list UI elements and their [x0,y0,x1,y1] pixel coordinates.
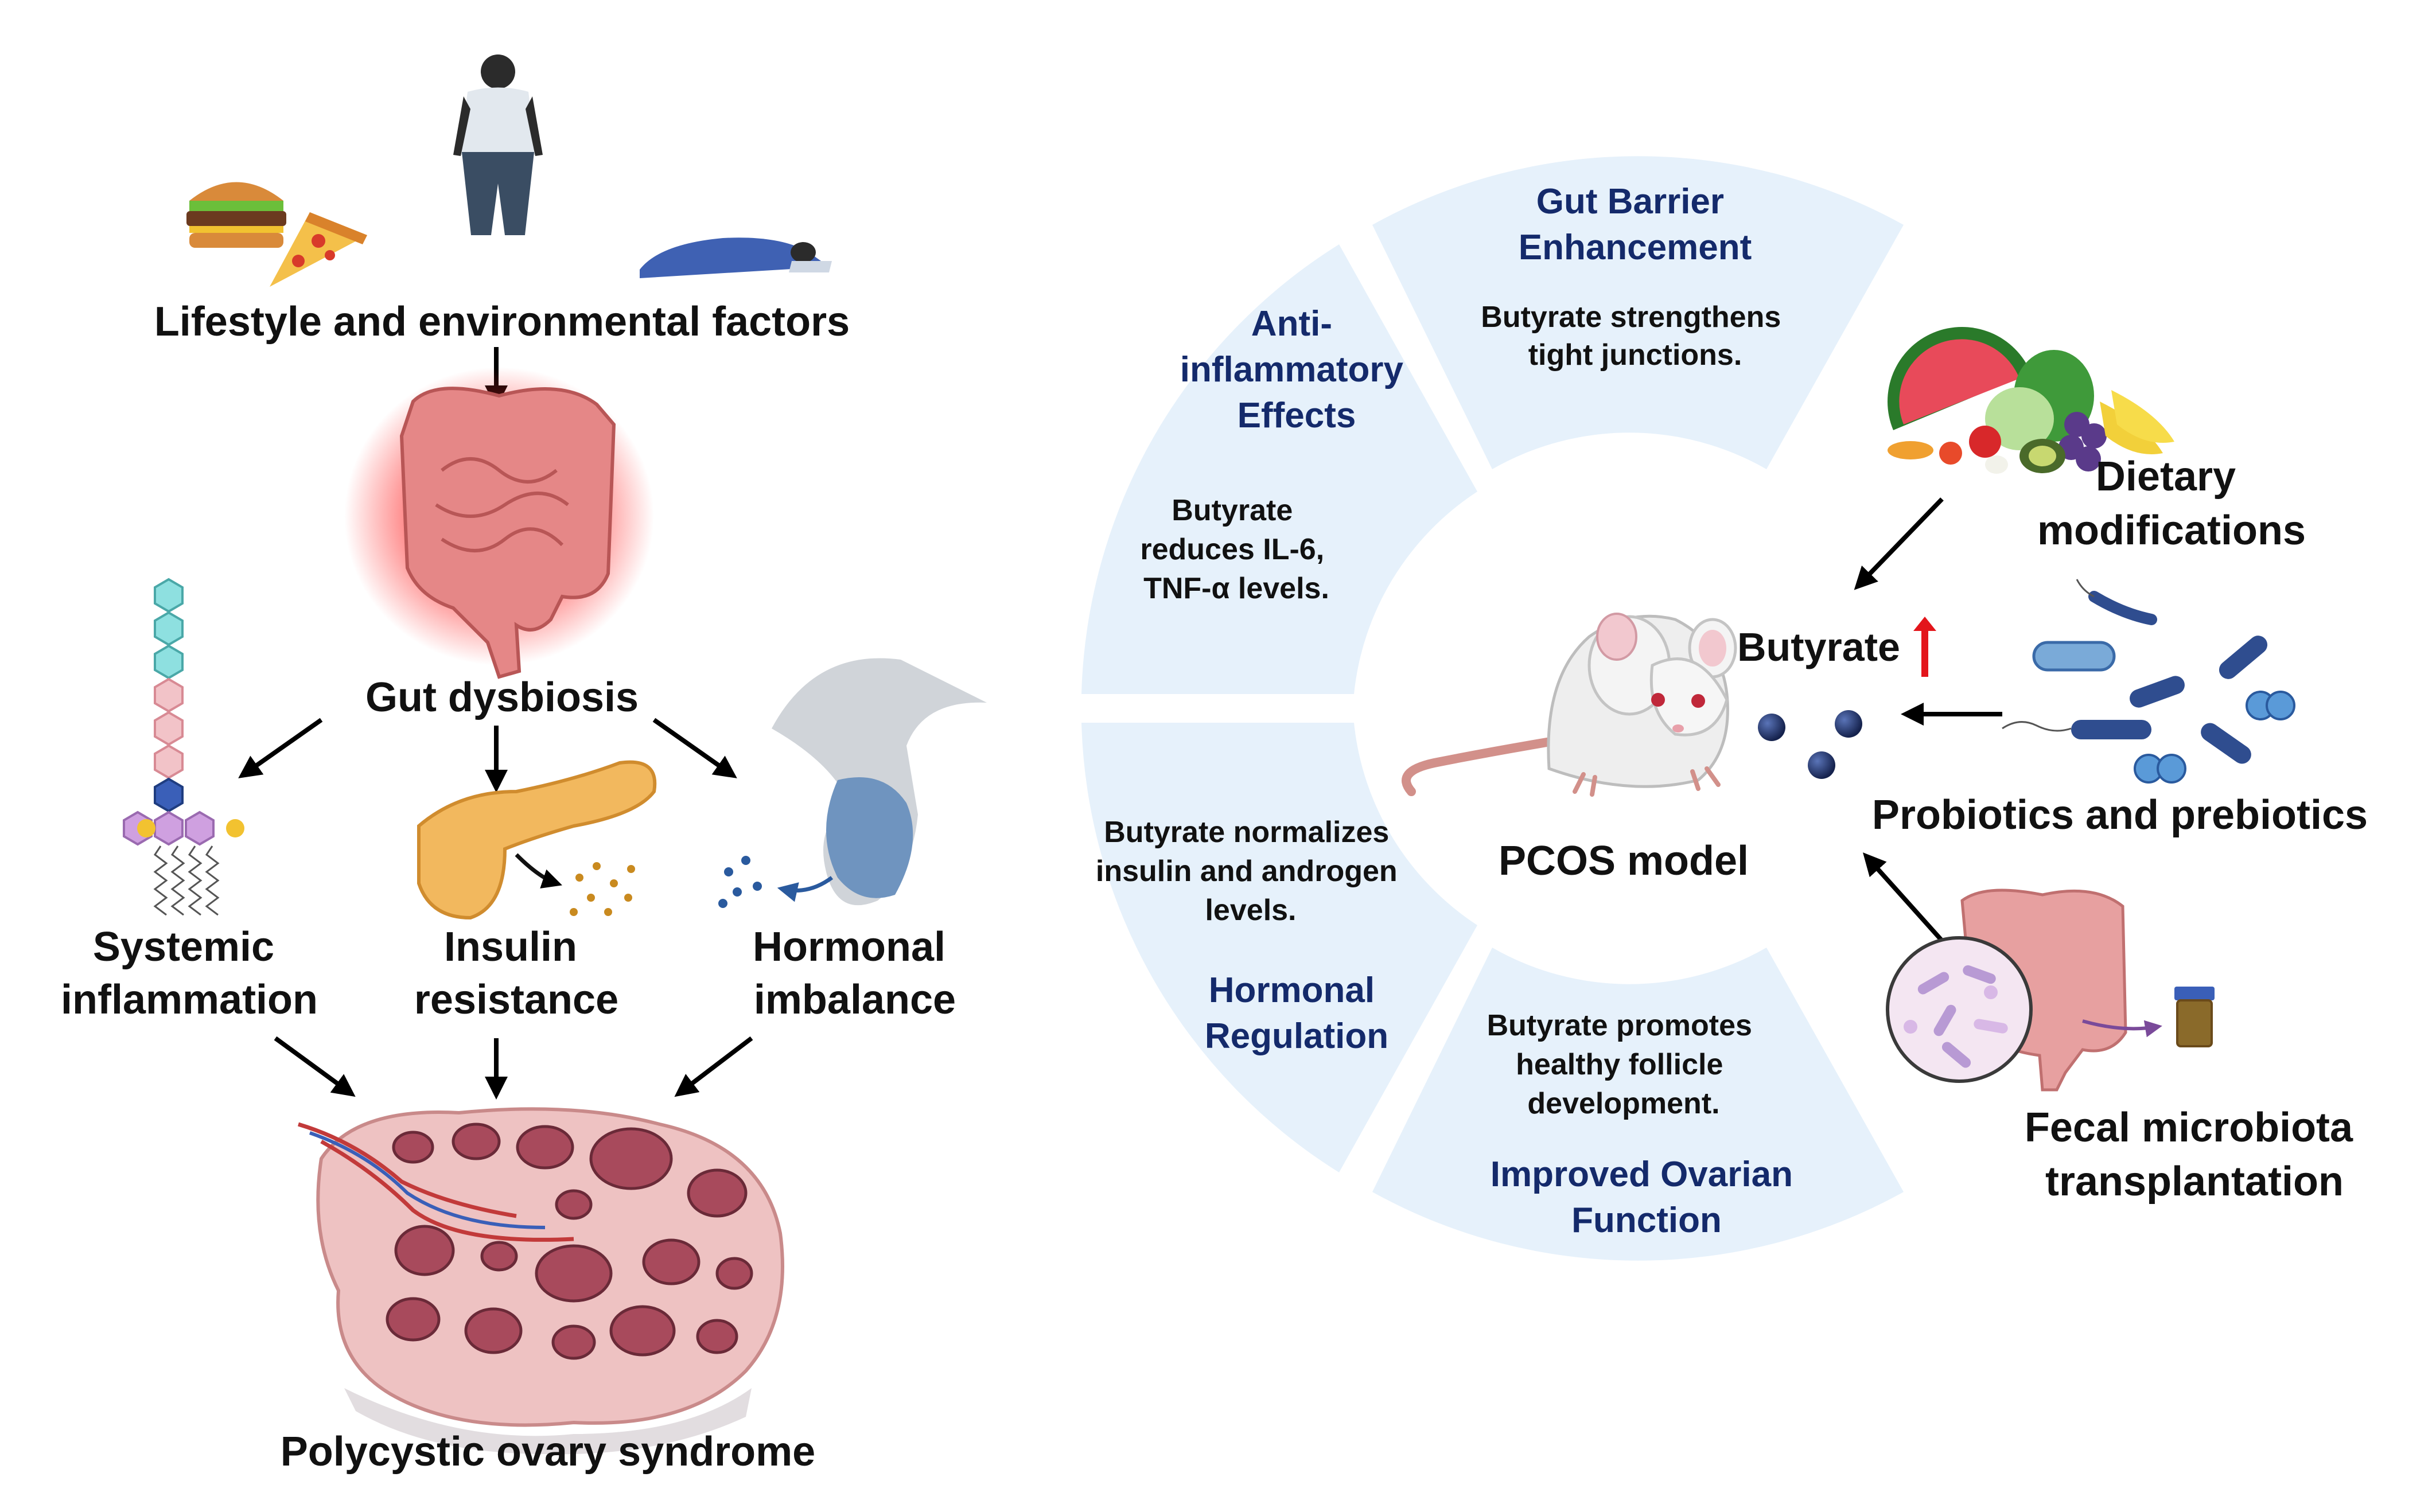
segment-gut-barrier [1372,156,1904,469]
burger-icon [186,182,286,248]
segment-ovarian-function [1372,948,1904,1261]
center-label: PCOS model [1499,838,1749,884]
pancreas-icon [417,760,657,920]
segment-body-gut-barrier: Butyrate strengthens tight junctions. [1481,301,1789,372]
bacteria-icon [2002,579,2295,784]
segment-body-ovarian-function: Butyrate promotes healthy follicle devel… [1487,1009,1761,1120]
arrow-dysbiosis-to-inflammation [238,718,323,778]
hormonal-label: Hormonal imbalance [753,924,957,1023]
segment-title-ovarian-function: Improved Ovarian Function [1491,1155,1803,1240]
lifestyle-label: Lifestyle and environmental factors [154,299,850,345]
pituitary-icon [718,658,987,908]
segment-anti-inflammatory [1081,244,1477,694]
segment-body-hormonal-regulation: Butyrate normalizes insulin and androgen… [1096,816,1406,927]
segment-title-gut-barrier: Gut Barrier Enhancement [1519,182,1752,267]
butyrate-up-arrow-icon [1913,617,1936,677]
probiotics-label: Probiotics and prebiotics [1872,792,2368,838]
arrow-diet-to-butyrate [1854,497,1944,590]
intestine-icon [344,367,654,679]
inflammation-label: Systemic inflammation [61,924,318,1023]
segment-hormonal-regulation [1081,723,1477,1172]
arrow-dysbiosis-to-hormonal [652,718,737,778]
pcos-label: Polycystic ovary syndrome [281,1429,815,1475]
wheel [1081,156,1904,1261]
magnifier-icon [1886,936,2033,1083]
segment-title-hormonal-regulation: Hormonal Regulation [1205,971,1388,1056]
lipid-chain-icon [123,578,244,916]
ovary-icon [297,1107,784,1455]
insulin-label: Insulin resistance [414,924,618,1023]
arrow-fmt-sample [2082,1019,2162,1038]
arrow-hormonal-to-pcos [674,1036,753,1097]
dietary-label: Dietary modifications [2037,454,2306,554]
pizza-icon [270,212,367,287]
sleeping-person-icon [640,237,832,278]
arrow-fmt-to-pcos [1862,852,1944,942]
fecal-sample-icon [2174,987,2215,1047]
dysbiosis-label: Gut dysbiosis [365,675,639,720]
fruit-vegetables-icon [1888,327,2174,474]
butyrate-label: Butyrate [1737,625,1900,669]
arrow-inflammation-to-pcos [274,1036,356,1097]
rat-icon [1402,613,1737,797]
segment-title-anti-inflammatory: Anti- inflammatory Effects [1180,304,1414,435]
person-icon [453,54,543,235]
fmt-label: Fecal microbiota transplantation [2025,1105,2364,1205]
butyrate-molecules-icon [1758,710,1862,779]
segment-body-anti-inflammatory: Butyrate reduces IL-6, TNF-α levels. [1140,494,1332,605]
